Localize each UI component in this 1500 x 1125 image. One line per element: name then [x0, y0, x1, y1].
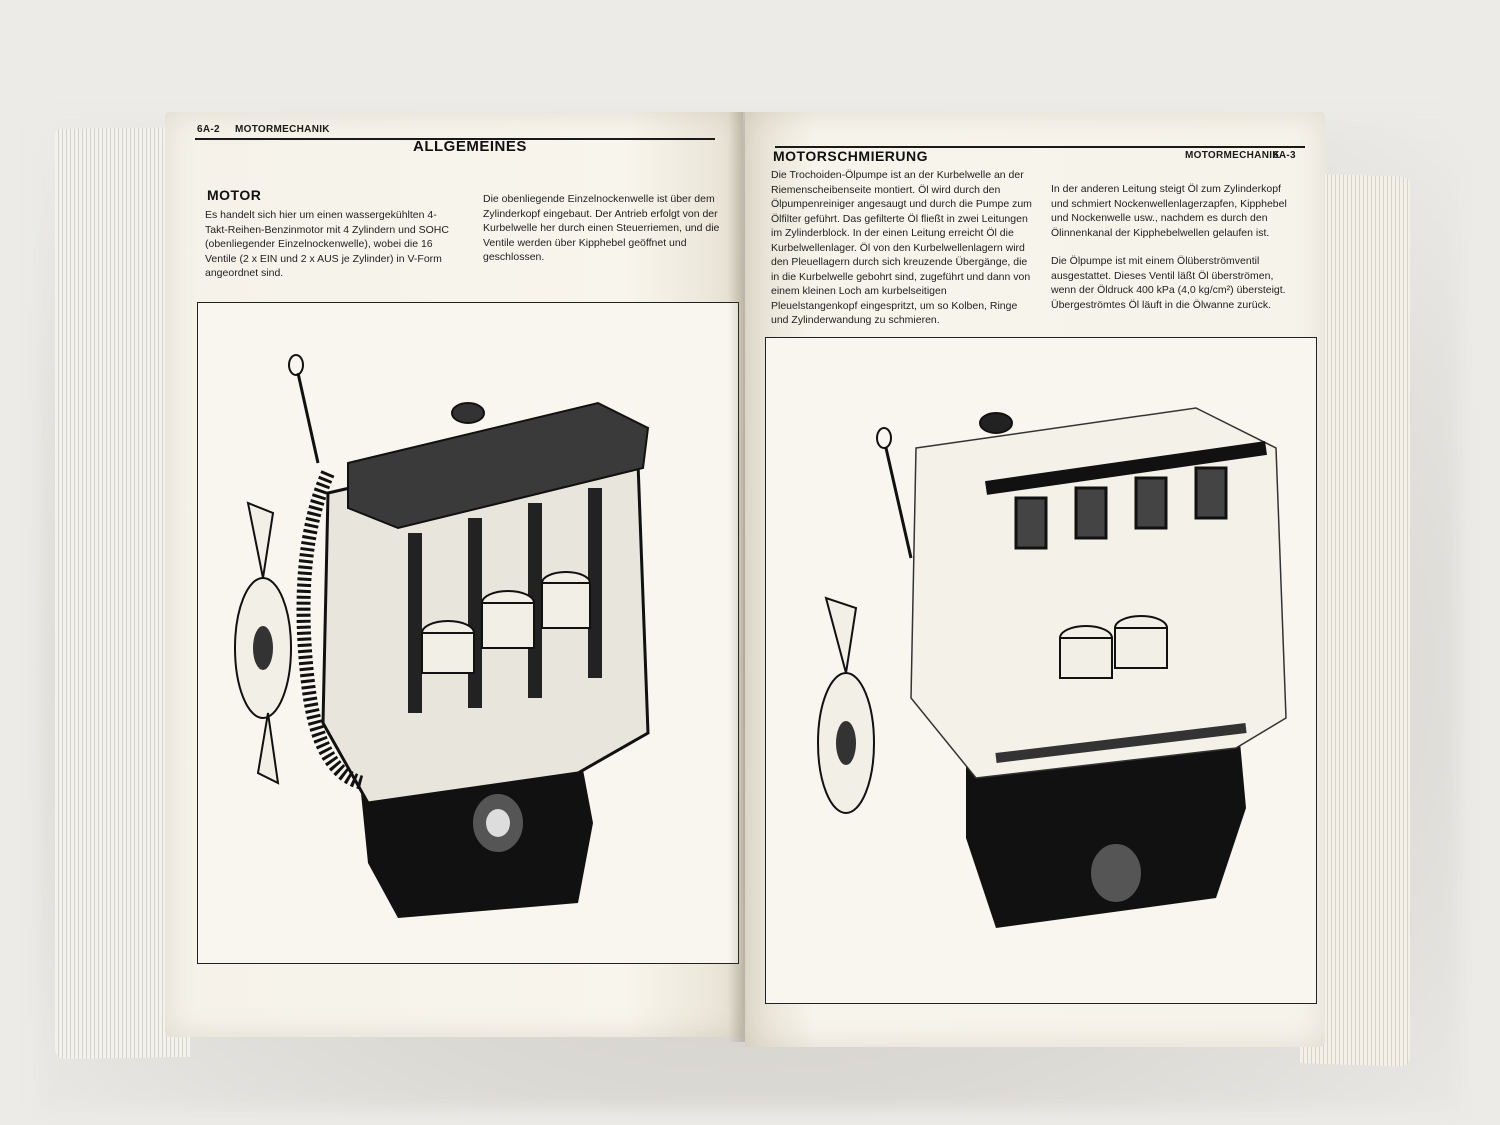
- dipstick: [884, 447, 913, 559]
- oil-filter: [471, 792, 525, 854]
- lubrication-illustration-box: [765, 337, 1317, 1004]
- page-number: 6A-2: [197, 124, 220, 135]
- lubrication-system-illustration: [817, 407, 1287, 928]
- dipstick-handle: [288, 354, 304, 376]
- dipstick: [296, 372, 320, 464]
- text-column-2-para-2: Die Ölpumpe ist mit einem Ölüberströmven…: [1051, 255, 1286, 311]
- text-column-1: Es handelt sich hier um einen wassergekü…: [205, 209, 449, 279]
- engine-outline: [910, 407, 1287, 779]
- text-column-2: Die obenliegende Einzelnockenwelle ist ü…: [483, 193, 720, 263]
- text-column-2-para-1: In der anderen Leitung steigt Öl zum Zyl…: [1051, 183, 1287, 239]
- header-rule: [195, 138, 715, 140]
- cooling-fan: [234, 501, 292, 785]
- timing-belt: [296, 470, 365, 790]
- crankshaft: [995, 723, 1247, 763]
- header-section: MOTORMECHANIK: [1185, 150, 1280, 161]
- right-page: MOTORMECHANIK 6A-3 MOTORSCHMIERUNG Die T…: [745, 112, 1325, 1047]
- pistons: [1059, 615, 1168, 679]
- header-rule: [775, 146, 1305, 148]
- text-column-1: Die Trochoiden-Ölpumpe ist an der Kurbel…: [771, 169, 1032, 326]
- cylinder-head-shape: [347, 401, 650, 530]
- engine-cutaway-illustration: [234, 354, 650, 918]
- left-page: 6A-2 MOTORMECHANIK ALLGEMEINES MOTOR Es …: [165, 112, 743, 1037]
- oil-filter: [1089, 842, 1143, 904]
- pistons: [421, 571, 591, 674]
- page-number: 6A-3: [1273, 150, 1296, 161]
- valve-train: [1014, 466, 1228, 550]
- dipstick-handle: [876, 427, 892, 449]
- section-heading: MOTORSCHMIERUNG: [773, 148, 929, 164]
- section-heading: MOTOR: [207, 187, 262, 203]
- page-title: ALLGEMEINES: [413, 138, 527, 155]
- oil-filler-cap: [451, 402, 485, 424]
- engine-illustration-box: [197, 302, 739, 964]
- cooling-fan: [817, 596, 875, 814]
- oil-filler-cap: [979, 412, 1013, 434]
- camshaft: [985, 441, 1267, 495]
- header-section: MOTORMECHANIK: [235, 124, 330, 135]
